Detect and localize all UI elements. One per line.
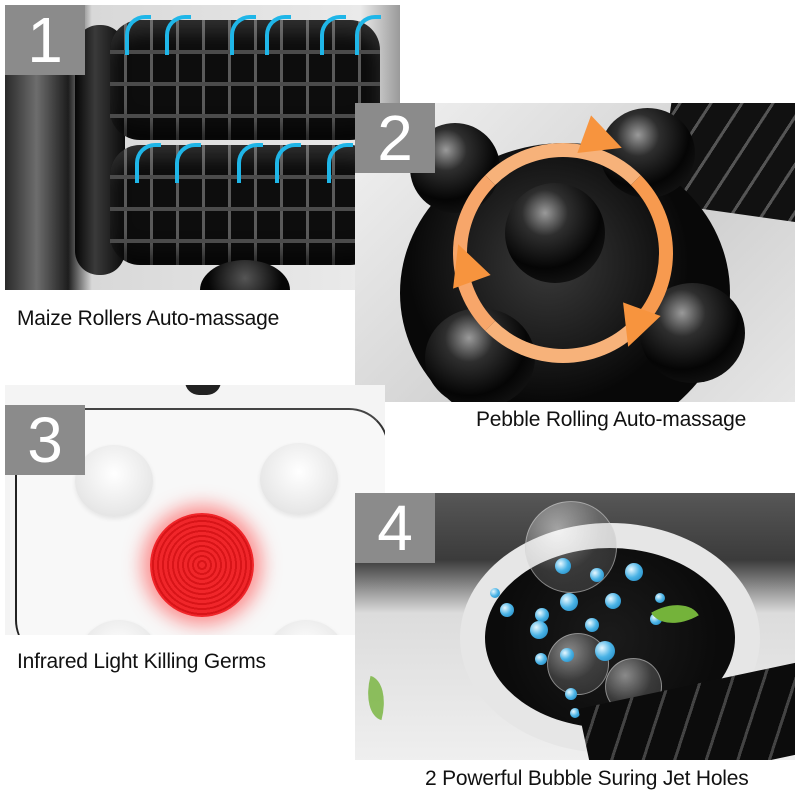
feature-caption: Infrared Light Killing Germs [17,650,266,673]
feature-number-badge: 2 [355,103,435,173]
feature-caption: 2 Powerful Bubble Suring Jet Holes [425,767,749,790]
water-droplet [595,641,615,661]
rotation-arrow-icon [355,15,381,55]
water-droplet [625,563,643,581]
water-droplet [555,558,571,574]
water-droplet [500,603,514,617]
rotation-arrow-icon [175,143,201,183]
massage-bump [75,445,153,517]
water-droplet [535,653,547,665]
infrared-light-icon [150,513,254,617]
water-droplet [565,688,577,700]
top-knob [185,385,221,395]
water-droplet [560,593,578,611]
water-droplet [530,621,548,639]
feature-number-badge: 1 [5,5,85,75]
feature-number-badge: 3 [5,405,85,475]
water-droplet [490,588,500,598]
water-droplet [585,618,599,632]
rotation-arrow-icon [275,143,301,183]
rotation-arrow-icon [165,15,191,55]
water-droplet [570,708,580,718]
rotation-arrow-icon [230,15,256,55]
feature-panel-rollers: 1 [5,5,400,290]
water-droplet [560,648,574,662]
feature-caption: Pebble Rolling Auto-massage [476,408,747,431]
rotation-arrow-icon [135,143,161,183]
feature-panel-pebbles: 2 [355,103,795,402]
feature-panel-infrared: 3 [5,385,385,635]
water-droplet [590,568,604,582]
rotation-arrow-icon [265,15,291,55]
rotation-arrow-icon [327,143,353,183]
massage-bump [260,443,338,515]
feature-number-badge: 4 [355,493,435,563]
rotation-arrow-icon [237,143,263,183]
water-droplet [605,593,621,609]
bubble [525,501,617,593]
leaf-icon [360,675,392,721]
water-droplet [655,593,665,603]
rotation-arrow-icon [320,15,346,55]
feature-caption: Maize Rollers Auto-massage [17,307,280,330]
feature-panel-bubbles: 4 [355,493,795,760]
water-droplet [535,608,549,622]
rotation-arrow-icon [125,15,151,55]
